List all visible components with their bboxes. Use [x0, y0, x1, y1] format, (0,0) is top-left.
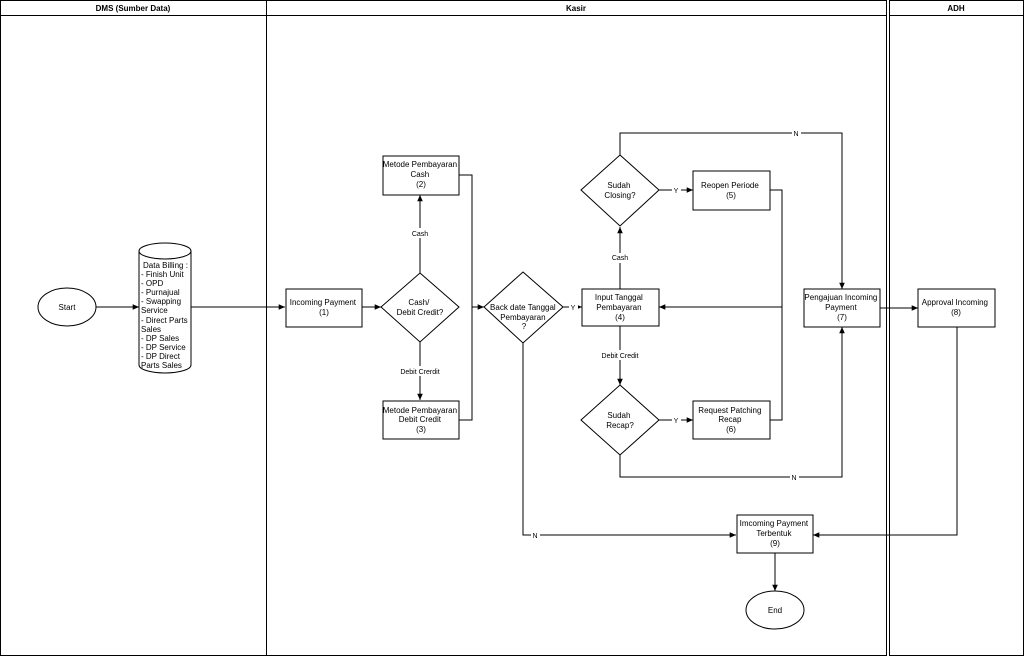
approval-label: Approval Incoming (8) — [922, 298, 991, 317]
reopen-periode-box: Reopen Periode (5) — [692, 170, 771, 211]
sudah-closing-label: Sudah Closing? — [604, 181, 636, 200]
request-patching-label: Request Patching Recap (6) — [698, 406, 763, 434]
label-n-recap: N — [791, 475, 796, 482]
label-y-backdate: Y — [571, 305, 576, 312]
label-n-closing: N — [793, 131, 798, 138]
lane-title-dms: DMS (Sumber Data) — [96, 4, 171, 13]
approval-box: Approval Incoming (8) — [917, 288, 996, 328]
label-y-closing: Y — [674, 188, 679, 195]
cash-debit-label: Cash/ Debit Credit? — [397, 298, 444, 317]
edge-approval-to-terbentuk — [813, 327, 958, 538]
edge-closing-no — [619, 132, 845, 289]
start-node: Start — [37, 287, 97, 327]
lane-title-kasir: Kasir — [566, 4, 586, 13]
edge-backdate-no — [522, 343, 736, 538]
sudah-closing-decision: Sudah Closing? — [580, 154, 660, 227]
edge-reopen-request-merge — [770, 189, 783, 421]
metode-debit-label: Metode Pembayaran Debit Credit (3) — [383, 406, 460, 434]
edge-labels: Cash Debit Crerdit Y Cash Debit Credit Y… — [398, 129, 801, 540]
back-date-label: Back date Tanggal Pembayaran ? — [490, 303, 558, 331]
sudah-recap-label: Sudah Recap? — [606, 411, 634, 430]
label-debit-crerdit: Debit Crerdit — [400, 369, 439, 376]
terbentuk-box: Imcoming Payment Terbentuk (9) — [736, 514, 814, 554]
label-debit-credit-down: Debit Credit — [602, 353, 639, 360]
sudah-recap-decision: Sudah Recap? — [580, 384, 660, 456]
label-n-backdate: N — [532, 533, 537, 540]
label-cash: Cash — [412, 231, 428, 238]
pengajuan-box: Pengajuan Incoming Payment (7) — [803, 288, 881, 328]
request-patching-box: Request Patching Recap (6) — [692, 400, 771, 440]
end-node: End — [745, 590, 805, 630]
data-billing-text: Data Billing : - Finish Unit - OPD - Pur… — [141, 261, 190, 370]
input-tanggal-box: Input Tanggal Pembayaran (4) — [581, 288, 660, 327]
reopen-periode-label: Reopen Periode (5) — [701, 181, 761, 200]
lane-kasir: Kasir — [266, 0, 887, 656]
lane-title-adh: ADH — [947, 4, 965, 13]
cash-debit-decision: Cash/ Debit Credit? — [380, 272, 460, 343]
data-billing-cylinder: Data Billing : - Finish Unit - OPD - Pur… — [138, 242, 192, 374]
back-date-decision: Back date Tanggal Pembayaran ? — [483, 271, 564, 344]
metode-cash-label: Metode Pembayaran Cash (2) — [383, 160, 460, 189]
pengajuan-label: Pengajuan Incoming Payment (7) — [804, 293, 879, 322]
edge-methods-merge — [459, 174, 473, 421]
end-label: End — [768, 606, 782, 615]
label-cash-up: Cash — [612, 255, 628, 262]
label-y-recap: Y — [674, 418, 679, 425]
edge-recap-no — [619, 327, 845, 478]
incoming-payment-box: Incoming Payment (1) — [285, 288, 363, 328]
lane-dms: DMS (Sumber Data) — [0, 0, 267, 656]
metode-debit-box: Metode Pembayaran Debit Credit (3) — [382, 400, 460, 440]
start-label: Start — [59, 303, 77, 312]
incoming-payment-label: Incoming Payment (1) — [290, 298, 359, 317]
metode-cash-box: Metode Pembayaran Cash (2) — [382, 155, 460, 196]
terbentuk-label: Imcoming Payment Terbentuk (9) — [740, 519, 811, 548]
input-tanggal-label: Input Tanggal Pembayaran (4) — [595, 293, 645, 322]
